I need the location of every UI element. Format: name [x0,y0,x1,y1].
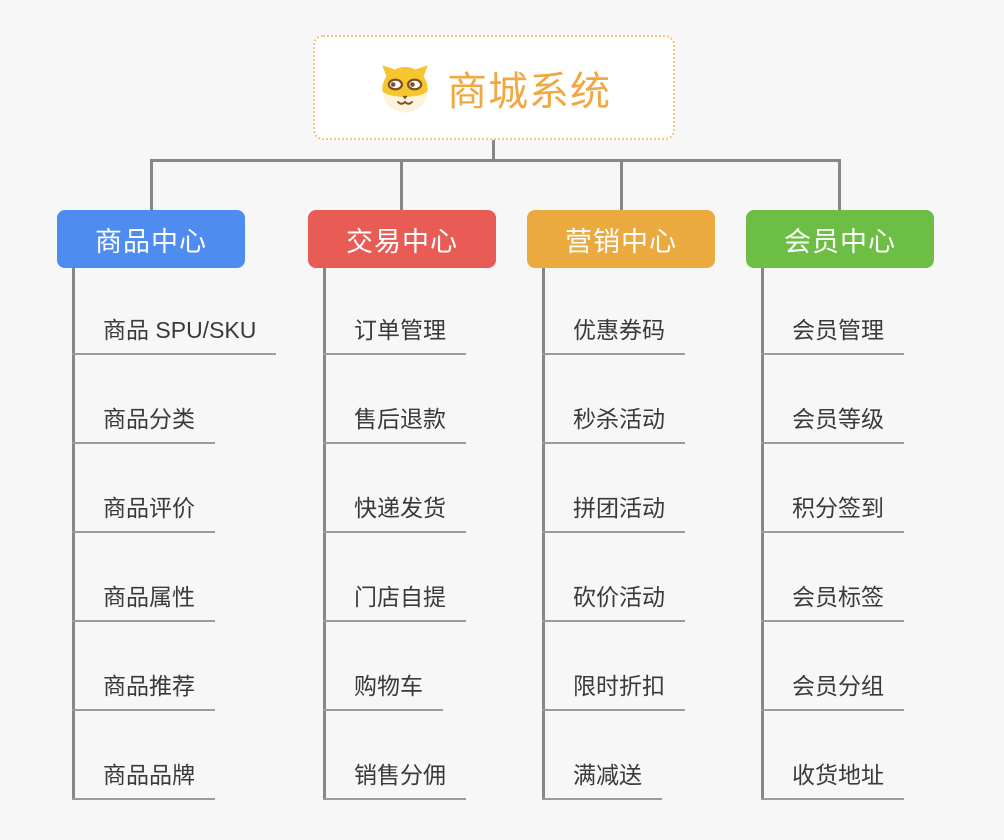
leaf-node[interactable]: 门店自提 [323,574,466,622]
branch-line-product [72,268,75,800]
leaf-node[interactable]: 商品 SPU/SKU [72,307,277,355]
branch-member-center: 会员中心 会员管理 会员等级 积分签到 会员标签 会员分组 收货地址 [746,210,1004,820]
branch-line-marketing [542,268,545,800]
leaf-node[interactable]: 积分签到 [761,485,904,533]
leaf-node[interactable]: 会员标签 [761,574,904,622]
branch-node-marketing[interactable]: 营销中心 [527,210,715,268]
leaf-node[interactable]: 商品品牌 [72,752,215,800]
leaf-node[interactable]: 订单管理 [323,307,466,355]
leaf-node[interactable]: 商品属性 [72,574,215,622]
root-node[interactable]: 商城系统 [313,35,675,140]
connector-drop-marketing [620,159,623,210]
leaf-node[interactable]: 商品分类 [72,396,215,444]
leaf-node[interactable]: 快递发货 [323,485,466,533]
leaf-node[interactable]: 满减送 [542,752,662,800]
leaf-node[interactable]: 会员分组 [761,663,904,711]
leaf-node[interactable]: 限时折扣 [542,663,685,711]
leaf-node[interactable]: 秒杀活动 [542,396,685,444]
connector-root-stem [492,140,495,161]
leaf-node[interactable]: 拼团活动 [542,485,685,533]
branch-line-member [761,268,764,800]
root-title: 商城系统 [447,69,611,114]
connector-trunk [150,159,841,162]
leaf-node[interactable]: 商品评价 [72,485,215,533]
branch-product-center: 商品中心 商品 SPU/SKU 商品分类 商品评价 商品属性 商品推荐 商品品牌 [57,210,317,820]
connector-drop-member [838,159,841,210]
leaf-node[interactable]: 砍价活动 [542,574,685,622]
connector-drop-product [150,159,153,210]
branch-node-trade[interactable]: 交易中心 [308,210,496,268]
leaf-node[interactable]: 购物车 [323,663,443,711]
shiba-dog-icon [377,60,433,116]
leaf-node[interactable]: 商品推荐 [72,663,215,711]
leaf-node[interactable]: 优惠券码 [542,307,685,355]
leaf-node[interactable]: 售后退款 [323,396,466,444]
leaf-node[interactable]: 收货地址 [761,752,904,800]
leaf-node[interactable]: 会员管理 [761,307,904,355]
branch-node-product[interactable]: 商品中心 [57,210,245,268]
leaf-node[interactable]: 会员等级 [761,396,904,444]
branch-line-trade [323,268,326,800]
connector-drop-trade [400,159,403,210]
leaf-node[interactable]: 销售分佣 [323,752,466,800]
branch-node-member[interactable]: 会员中心 [746,210,934,268]
branch-trade-center: 交易中心 订单管理 售后退款 快递发货 门店自提 购物车 销售分佣 [308,210,568,820]
branch-marketing-center: 营销中心 优惠券码 秒杀活动 拼团活动 砍价活动 限时折扣 满减送 [527,210,787,820]
